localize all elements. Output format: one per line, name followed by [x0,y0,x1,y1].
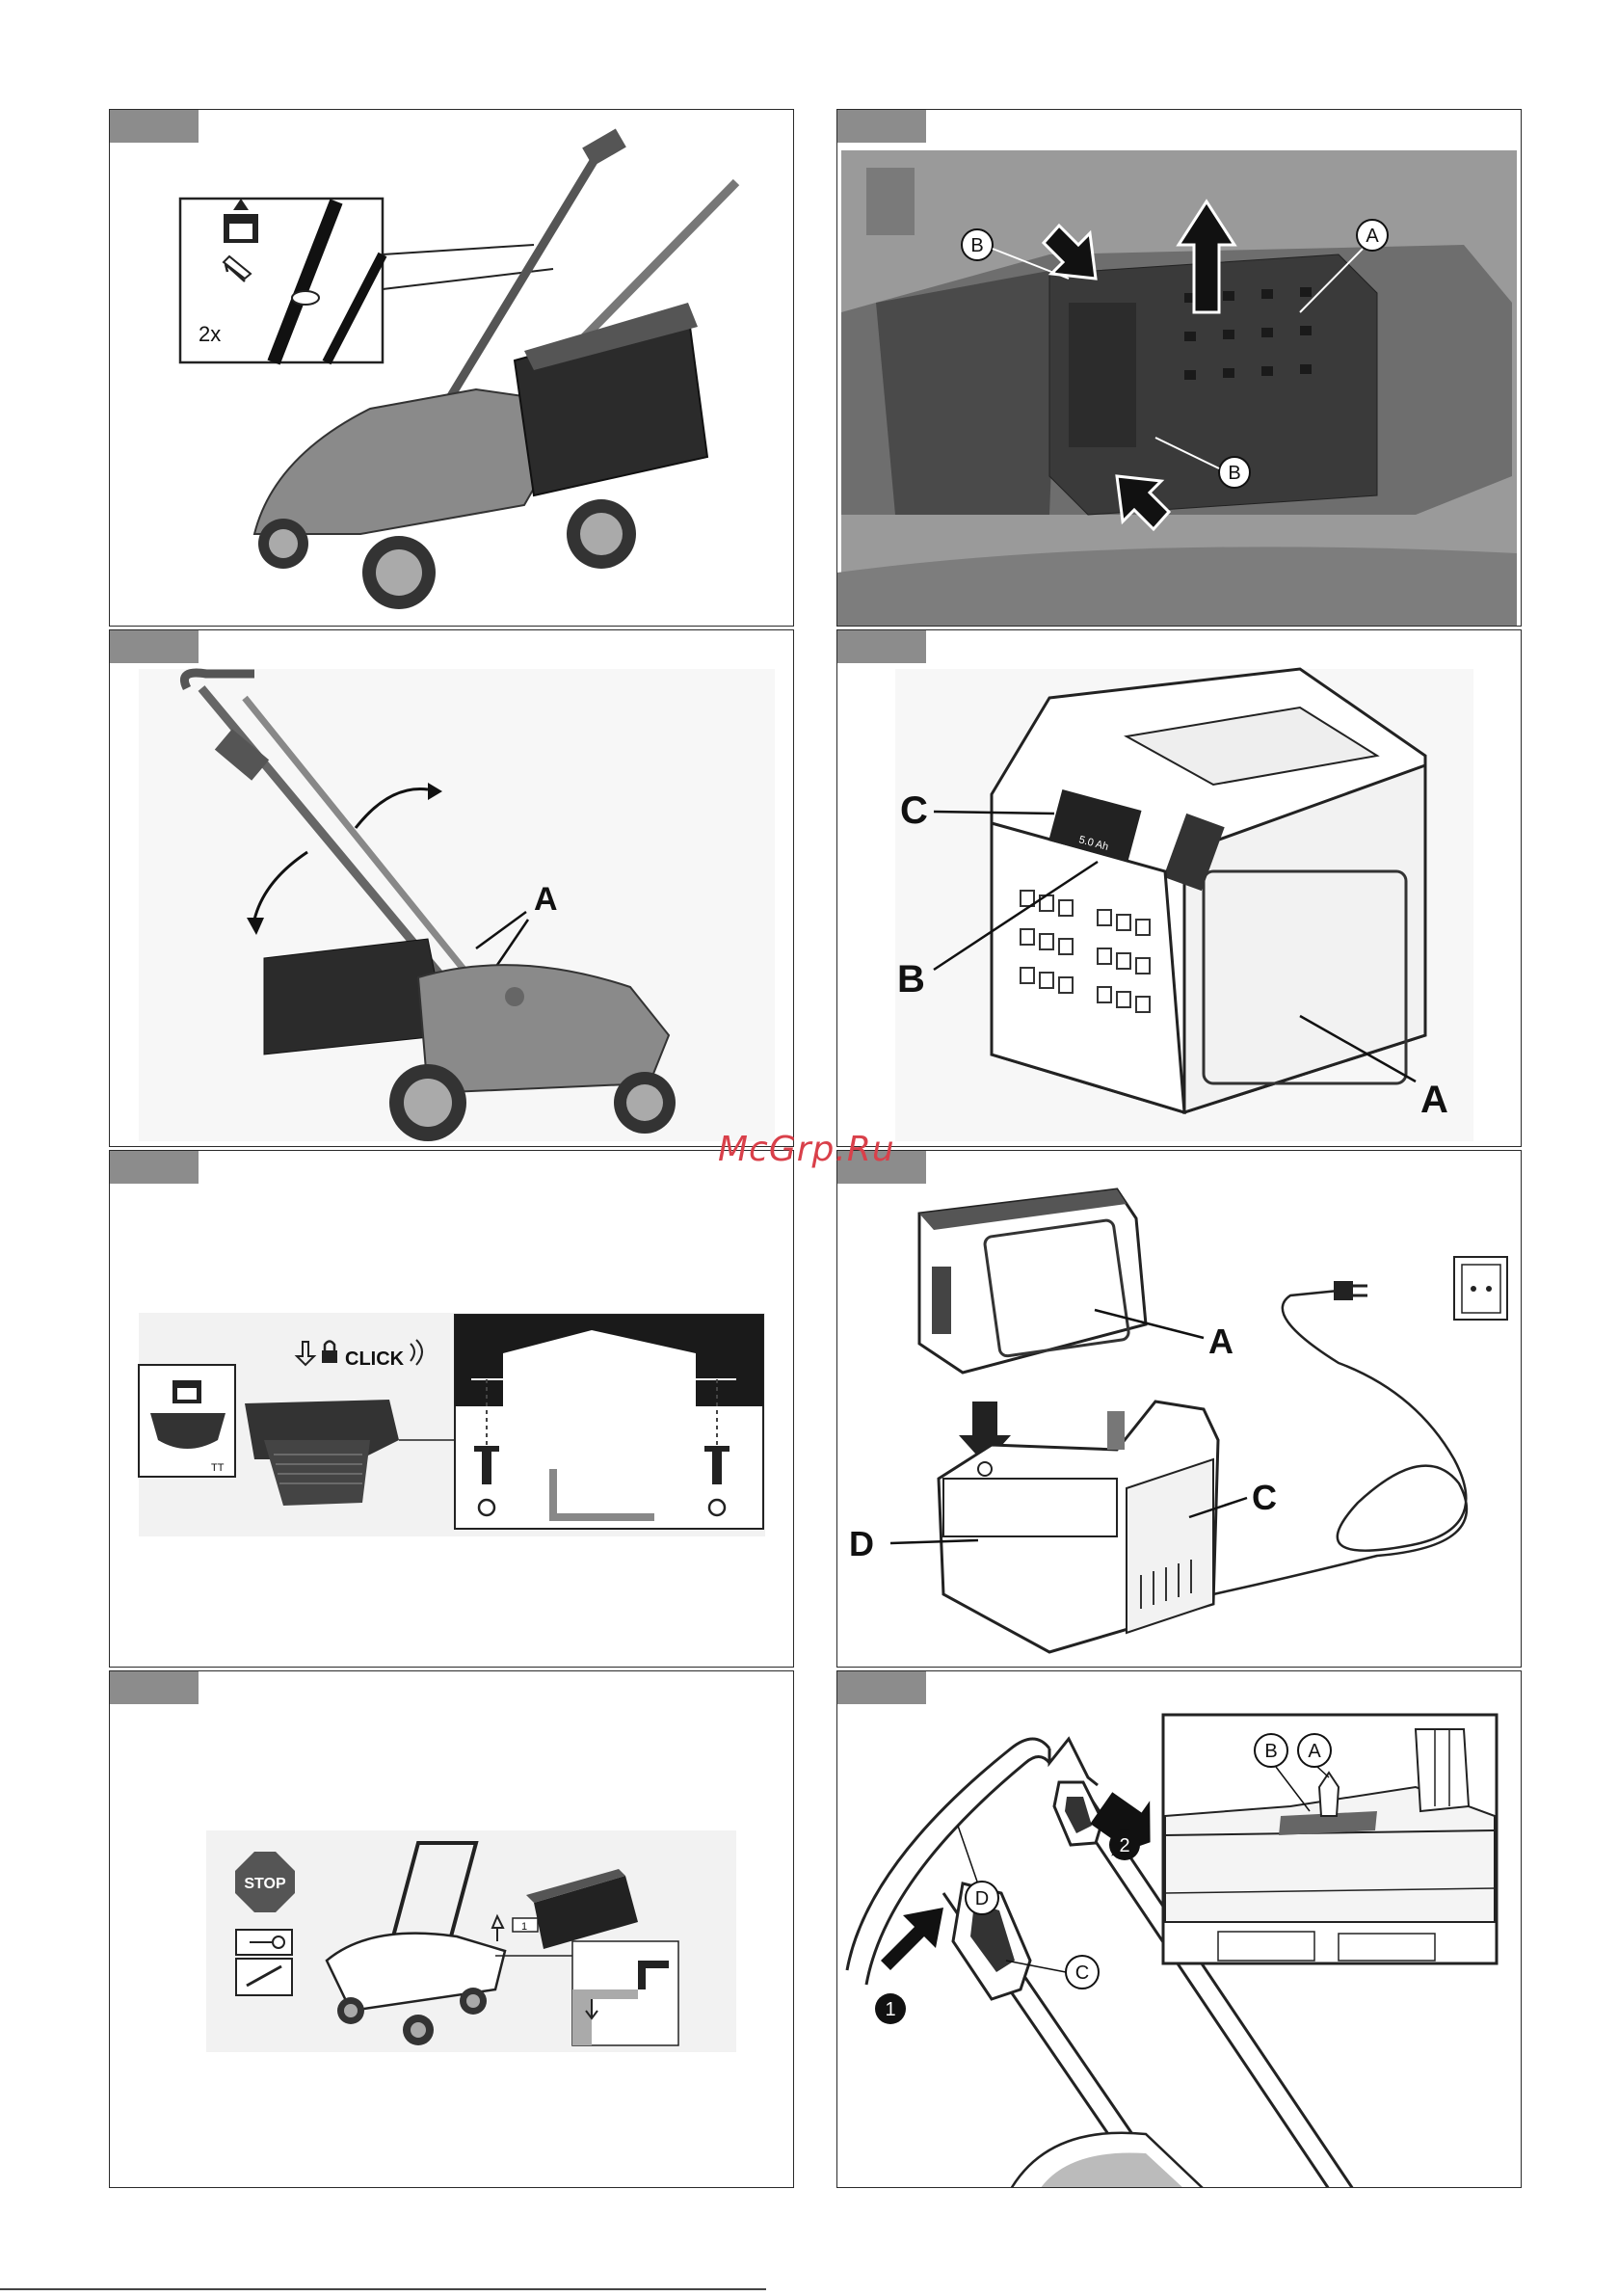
label-d: D [849,1524,874,1563]
illustration-handle-lock: 1 2 D C B A [837,1671,1522,2188]
figure-panel-3: A [109,629,794,1147]
callout-b: B [1264,1741,1277,1762]
illustration-fold-handle: 2x [110,110,794,627]
label-b: B [897,958,925,1001]
step-1: 1 [885,1999,895,2020]
power-cord [1213,1281,1467,1594]
inset-lock-detail: B A [1163,1715,1497,1963]
label-2x: 2x [199,322,221,346]
step-number: 1 [521,1921,527,1933]
callout-b-bottom: B [1228,463,1240,484]
figure-panel-5: TT CLICK [109,1150,794,1668]
callout-c: C [1075,1962,1089,1984]
figure-panel-6: A D C [836,1150,1522,1668]
photo-battery-removal: B A B [837,110,1522,627]
callout-d: D [975,1888,989,1909]
wall-socket-icon [1454,1257,1507,1320]
illustration-battery-charging: A D C [837,1151,1522,1668]
screw-detail [455,1315,763,1529]
figure-panel-7: STOP 1 [109,1670,794,2188]
click-text: CLICK [345,1348,405,1370]
battery-pack-drawing [919,1189,1146,1373]
illustration-battery-indicator: 5.0 Ah C B A [837,630,1522,1147]
figure-panel-2: B A B [836,109,1522,627]
callout-b-top: B [970,235,983,256]
watermark-text: McGrp.Ru [718,1130,895,1169]
battery-pack-drawing: 5.0 Ah [992,669,1425,1112]
illustration-clip-attach: TT CLICK [110,1151,794,1668]
label-a: A [1208,1322,1233,1361]
step-2: 2 [1119,1835,1129,1856]
label-a: A [534,881,558,918]
figure-panel-1: 2x [109,109,794,627]
key-remove-icon [236,1930,292,1955]
stop-text: STOP [244,1876,286,1892]
callout-a: A [1308,1741,1321,1762]
figure-panel-8: 1 2 D C B A [836,1670,1522,2188]
box-unpack-icon [172,1380,201,1403]
illustration-grass-box: STOP 1 [110,1671,794,2188]
label-c: C [900,789,928,832]
callout-a: A [1366,226,1379,247]
maintenance-icon [236,1959,292,1995]
footer-rule [0,2288,766,2290]
tt-text: TT [211,1462,225,1474]
figure-panel-4: 5.0 Ah C B A [836,629,1522,1147]
label-c: C [1252,1478,1277,1517]
label-a: A [1420,1079,1448,1121]
illustration-handle-position: A [110,630,794,1147]
